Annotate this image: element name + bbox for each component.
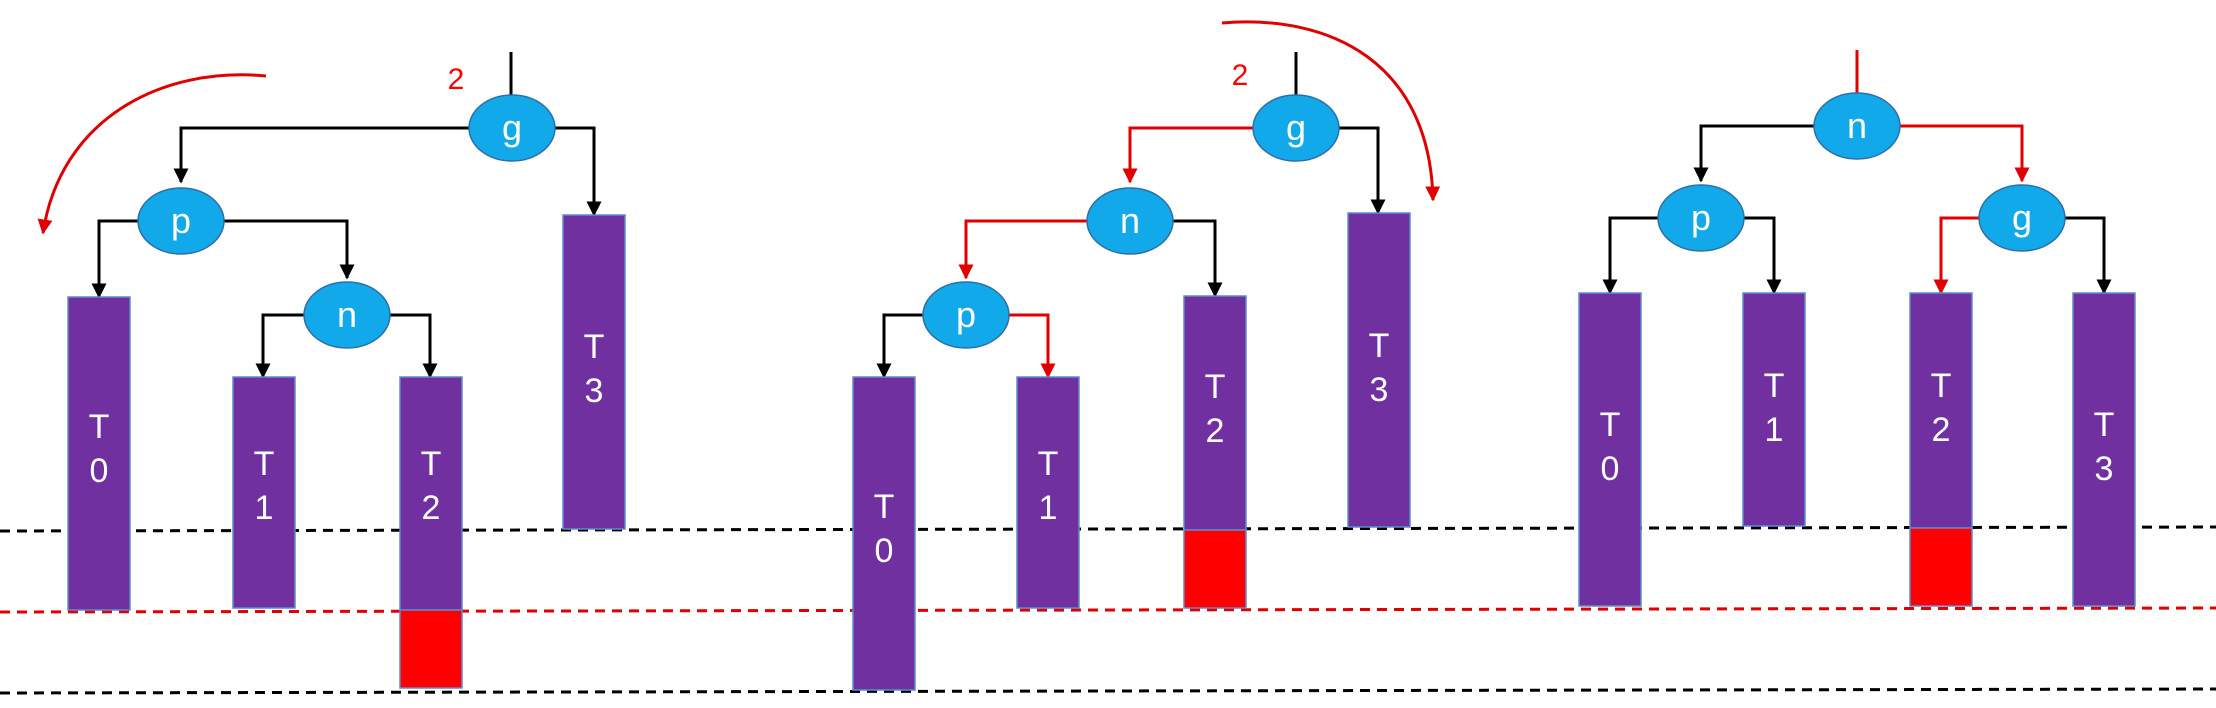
subtree-t3 xyxy=(1347,212,1411,528)
height-label: 2 xyxy=(448,63,465,96)
subtree-t3 xyxy=(562,214,626,530)
node-p-label: p xyxy=(1691,197,1711,238)
edge-g-t3 xyxy=(1338,126,1386,215)
edge-n-g xyxy=(1899,124,2030,183)
edge-g-t3 xyxy=(2063,216,2112,295)
edge-g-p xyxy=(173,126,471,184)
subtree-t3 xyxy=(2072,292,2136,607)
subtree-t0 xyxy=(67,296,131,611)
level-line-bottom xyxy=(0,687,2216,695)
subtree-t1 xyxy=(232,376,296,609)
node-n-label: n xyxy=(1847,105,1867,146)
node-p xyxy=(137,187,225,255)
subtree-t0 xyxy=(1578,292,1642,607)
node-n-label: n xyxy=(1120,200,1140,241)
node-n-label: n xyxy=(337,294,357,335)
node-g xyxy=(468,94,556,162)
node-n xyxy=(1813,92,1901,160)
node-g xyxy=(1978,184,2066,252)
level-line-middle xyxy=(0,606,2216,614)
level-line-top xyxy=(0,525,2216,533)
node-n xyxy=(1086,187,1174,255)
edge-p-t1 xyxy=(1742,216,1782,295)
subtree-t1 xyxy=(1742,292,1806,527)
edge-n-t2 xyxy=(388,313,438,379)
subtree-t1 xyxy=(1016,376,1080,609)
overflow-block xyxy=(1183,529,1247,609)
node-g xyxy=(1252,94,1340,162)
edge-n-t2 xyxy=(1172,219,1223,298)
subtree-t2 xyxy=(1183,295,1247,531)
edge-p-n xyxy=(222,219,355,280)
edge-g-t3 xyxy=(553,126,602,217)
edge-p-t0 xyxy=(876,313,925,379)
edge-g-t2 xyxy=(1933,216,1981,295)
rotate-arrow-icon xyxy=(1221,20,1441,202)
edge-p-t0 xyxy=(1602,216,1660,295)
edge-p-t1 xyxy=(1008,313,1056,379)
height-label: 2 xyxy=(1232,59,1249,92)
subtree-t2 xyxy=(1909,292,1973,529)
edge-n-p xyxy=(958,219,1088,280)
edge-n-t1 xyxy=(255,313,306,379)
edge-p-t0 xyxy=(91,219,140,299)
node-n xyxy=(303,281,391,349)
edge-g-n xyxy=(1122,126,1254,184)
node-p xyxy=(1657,184,1745,252)
node-g-label: g xyxy=(1286,107,1306,148)
node-g-label: g xyxy=(502,107,522,148)
rotate-arrow-icon xyxy=(37,73,267,235)
node-g-label: g xyxy=(2012,197,2032,238)
node-p xyxy=(922,281,1010,349)
node-p-label: p xyxy=(956,294,976,335)
node-p-label: p xyxy=(171,200,191,241)
subtree-t0 xyxy=(852,376,916,691)
overflow-block xyxy=(1909,527,1973,607)
overflow-block xyxy=(399,609,463,689)
edge-n-p xyxy=(1693,124,1815,183)
